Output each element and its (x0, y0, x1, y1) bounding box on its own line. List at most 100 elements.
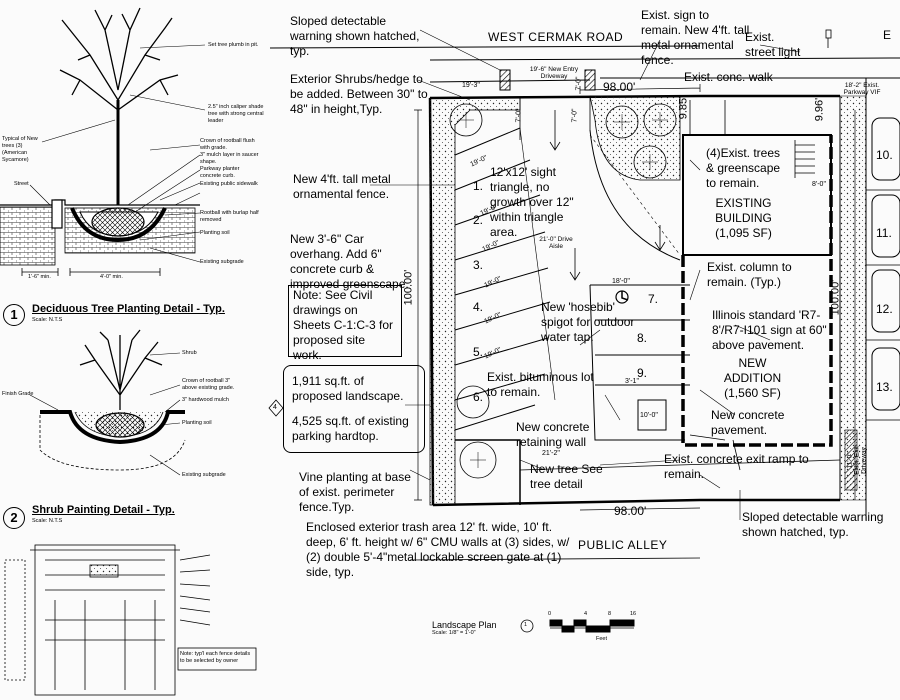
existing-building-label: EXISTING BUILDING (1,095 SF) (715, 196, 772, 240)
label-shrub-planting-soil: Planting soil (182, 420, 212, 426)
detail-2-number: 2 (3, 507, 25, 529)
parkway-stall-11: 11. (876, 226, 892, 240)
parkway-label: 18'-2" Exist. Parkway VIF (843, 82, 881, 96)
note-exit-ramp: Exist. concrete exit ramp to remain. (664, 452, 809, 481)
label-shrub-crown: Crown of rootball 3" above existing grad… (182, 378, 235, 391)
note-sight-triangle: 12'x12' sight triangle, no growth over 1… (490, 165, 574, 239)
dim-3-1: 3'-1" (625, 378, 639, 385)
parkway-stall-12: 12. (876, 302, 893, 316)
landscape-plan-number: 1 (524, 622, 528, 628)
note-conc-walk: Exist. conc. walk (684, 70, 773, 84)
dim-8-0: 8'-0" (812, 181, 826, 188)
label-shrub: Shrub (182, 350, 197, 356)
stall-1: 1. (473, 179, 484, 193)
note-landscape-area: 1,911 sq.ft. of proposed landscape. (292, 374, 404, 403)
stall-5: 5. (473, 345, 484, 359)
stall-6: 6. (473, 390, 484, 404)
label-typical-trees: Typical of New trees (3) (American Sycam… (2, 136, 38, 163)
street-name: WEST CERMAK ROAD (488, 30, 624, 44)
alley-name: PUBLIC ALLEY (578, 538, 668, 552)
dim-7-0-a: 7'-0" (515, 108, 523, 123)
label-parkway-curb: Parkway planter concrete curb. (200, 166, 240, 179)
parkway-stall-10: 10. (876, 148, 893, 162)
dim-left-100: 100.00' (402, 269, 415, 306)
tree-planting-detail (0, 7, 206, 276)
stall-9: 9. (637, 366, 648, 380)
note-new-pavement: New concrete pavement. (711, 408, 785, 437)
dim-top-98: 98.00' (603, 80, 636, 94)
dim-7-0-b: 7'-0" (571, 108, 579, 123)
label-tree-planting-soil: Planting soil (200, 230, 230, 236)
dim-drive-aisle: 21'-0" Drive Aisle (539, 236, 573, 250)
note-sloped-warning-bottom: Sloped detectable warning shown hatched,… (742, 510, 884, 539)
shrub-planting-detail (29, 329, 186, 476)
scale-tick-8: 8 (608, 611, 612, 617)
dim-9-96: 9.96' (813, 97, 826, 122)
scale-units: Feet (596, 636, 608, 642)
scale-tick-4: 4 (584, 611, 588, 617)
label-sidewalk: Existing public sidewalk (200, 181, 258, 187)
civil-note-box: Note: See Civil drawings on Sheets C-1:C… (288, 285, 402, 362)
note-vine-planting: Vine planting at base of exist. perimete… (299, 470, 411, 514)
label-shrub-subgrade: Existing subgrade (182, 472, 226, 478)
note-street-light: Exist. street light (745, 30, 801, 59)
stall-7: 7. (648, 292, 659, 306)
note-bituminous: Exist. bituminous lot to remain. (487, 370, 594, 399)
label-finish-grade: Finish Grade (2, 391, 34, 397)
note-exist-trees: (4)Exist. trees & greenscape to remain. (706, 146, 781, 190)
dim-10-0: 10'-0" (640, 412, 658, 419)
area-summary-box: 1,911 sq.ft. of proposed landscape. 4,52… (283, 365, 425, 453)
trash-enclosure-detail (4, 544, 257, 696)
scale-tick-16: 16 (630, 611, 637, 617)
exit-driveway-label: 11'-0" Exist. Exit Driveway (846, 446, 868, 475)
dim-bottom-98: 98.00' (614, 504, 647, 518)
landscape-plan-scale: Scale: 1/8" = 1'-0" (432, 630, 476, 636)
callout-4: 4 (273, 404, 277, 411)
new-addition-label: NEW ADDITION (1,560 SF) (723, 356, 782, 400)
note-shrubs-hedge: Exterior Shrubs/hedge to be added. Betwe… (290, 72, 428, 116)
note-illinois-sign: Illinois standard 'R7-8'/R7-I101 sign at… (712, 308, 827, 352)
landscape-plan-title: Landscape Plan (432, 620, 497, 630)
label-set-plumb: Set tree plumb in pit. (208, 42, 259, 48)
note-new-tree: New tree See tree detail (530, 462, 603, 491)
label-tree-subgrade: Existing subgrade (200, 259, 244, 265)
stall-3: 3. (473, 258, 484, 272)
label-rootball-crown: Crown of rootball flush with grade. (200, 138, 255, 151)
dim-entry-driveway: 19'-6" New Entry Driveway (529, 66, 579, 80)
detail-1-scale: Scale: N.T.S (32, 317, 63, 323)
trash-detail-note: Note: typ'l each fence details to be sel… (180, 651, 251, 664)
stall-2: 2. (473, 213, 484, 227)
note-exist-column: Exist. column to remain. (Typ.) (707, 260, 792, 289)
label-caliper: 2.5" inch caliper shade tree with strong… (208, 104, 264, 124)
site-plan (268, 29, 900, 633)
note-car-overhang: New 3'-6" Car overhang. Add 6" concrete … (290, 232, 409, 291)
label-rootball-burlap: Rootball with burlap half removed (200, 210, 259, 223)
stall-4: 4. (473, 300, 484, 314)
note-hosebib: New 'hosebib' spigot for outdoor water t… (541, 300, 635, 344)
note-civil: Note: See Civil drawings on Sheets C-1:C… (293, 288, 394, 362)
note-exist-sign: Exist. sign to remain. New 4'ft. tall me… (641, 8, 750, 67)
note-trash-enclosure: Enclosed exterior trash area 12' ft. wid… (306, 520, 570, 579)
label-dim-1-6: 1'-6" min. (28, 274, 51, 280)
note-edge-e: E (883, 28, 892, 42)
note-retaining-wall: New concrete retaining wall (516, 420, 590, 449)
note-new-fence: New 4'ft. tall metal ornamental fence. (293, 172, 391, 201)
stall-8: 8. (637, 331, 648, 345)
dim-21-2: 21'-2" (542, 450, 560, 457)
label-tree-mulch: 3" mulch layer in saucer shape. (200, 152, 259, 165)
note-hardtop: 4,525 sq.ft. of existing parking hardtop… (292, 414, 409, 443)
dim-7-0-c: 7'-0" (575, 76, 583, 91)
dim-left-walk: 19'-3" (462, 82, 480, 89)
label-street: Street (14, 181, 29, 187)
scale-tick-0: 0 (548, 611, 552, 617)
note-sloped-warning-top: Sloped detectable warning shown hatched,… (290, 14, 420, 58)
label-dim-4-0: 4'-0" min. (100, 274, 123, 280)
label-hardwood-mulch: 3" hardwood mulch (182, 397, 229, 403)
parkway-stall-13: 13. (876, 380, 893, 394)
detail-2-scale: Scale: N.T.S (32, 518, 63, 524)
dim-18-0: 18'-0" (612, 278, 630, 285)
detail-2-title: Shrub Painting Detail - Typ. (32, 504, 175, 516)
detail-1-title: Deciduous Tree Planting Detail - Typ. (32, 303, 225, 315)
